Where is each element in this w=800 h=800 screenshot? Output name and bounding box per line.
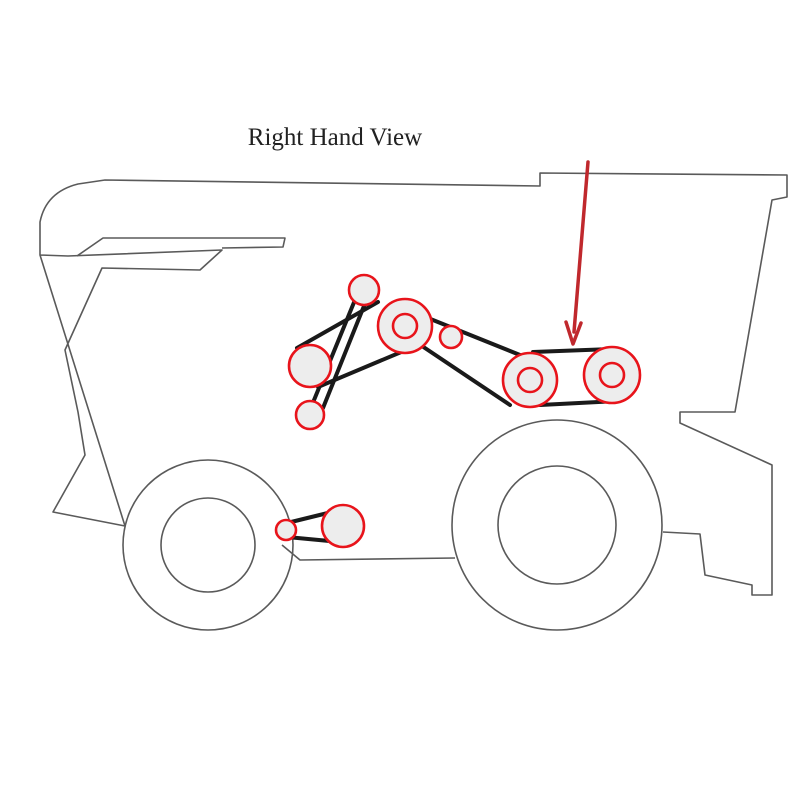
pulley xyxy=(274,518,298,542)
pulley xyxy=(347,273,381,307)
rear-wheel xyxy=(122,459,294,631)
pulley xyxy=(438,324,464,350)
pulley xyxy=(320,503,366,549)
belt-segment xyxy=(416,312,527,359)
pulley-hub xyxy=(391,312,419,340)
combine-body-outline xyxy=(39,172,788,596)
pulley-hub xyxy=(598,361,626,389)
grain-tank-ledge xyxy=(76,237,286,257)
highlighted-pulleys xyxy=(274,273,642,549)
pulley xyxy=(287,343,333,389)
rear-wheel-hub xyxy=(160,497,256,593)
pulley xyxy=(501,351,559,409)
down-arrow-icon xyxy=(564,160,590,346)
belt-segment xyxy=(295,300,380,350)
pulley-hub xyxy=(516,366,544,394)
belt-segment xyxy=(321,294,370,410)
diagram-title: Right Hand View xyxy=(247,124,423,151)
belt-segment xyxy=(411,338,512,407)
front-wheel xyxy=(451,419,663,631)
pulley xyxy=(294,399,326,431)
front-wheel-hub xyxy=(497,465,617,585)
pulley xyxy=(376,297,434,355)
pulley xyxy=(582,345,642,405)
belt-segment xyxy=(316,348,408,389)
